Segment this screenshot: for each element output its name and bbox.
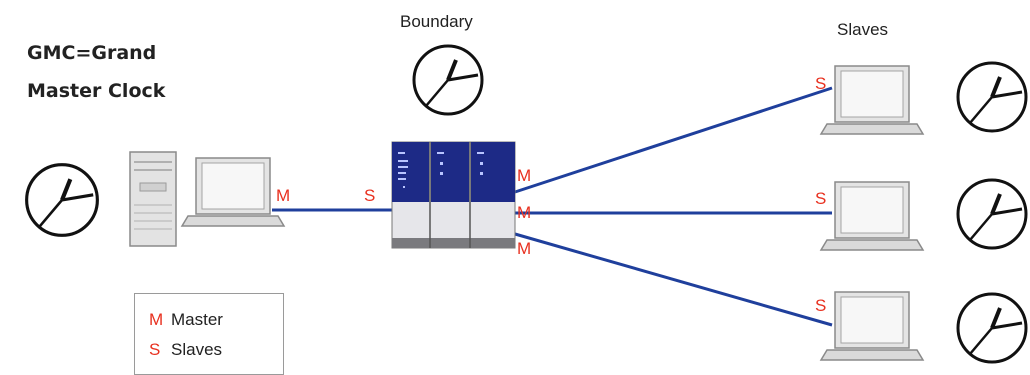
clock-icon xyxy=(956,292,1028,364)
port-label-boundary-master-3: M xyxy=(517,239,532,258)
port-label-slave-2: S xyxy=(815,189,827,208)
laptop-icon xyxy=(181,157,285,227)
clock-icon xyxy=(956,61,1028,133)
ptp-diagram: GMC=Grand Master Clock Boundary Slaves M… xyxy=(0,12,1028,375)
slaves-heading: Slaves xyxy=(837,20,889,39)
legend-key: S xyxy=(149,340,161,359)
link-boundary-slave-top xyxy=(514,86,833,194)
port-label-slave-1: S xyxy=(815,74,827,93)
port-label-boundary-master-2: M xyxy=(517,203,532,222)
legend-item-slaves: S Slaves xyxy=(149,340,222,360)
clock-icon xyxy=(412,44,484,116)
port-label-gmc-master: M xyxy=(276,186,291,205)
server-tower-icon xyxy=(129,151,177,247)
laptop-icon xyxy=(820,65,924,135)
link-boundary-slave-bottom xyxy=(514,232,833,327)
port-label-slave-3: S xyxy=(815,296,827,315)
laptop-icon xyxy=(820,181,924,251)
laptop-icon xyxy=(820,291,924,361)
gmc-label-line1: GMC=Grand xyxy=(27,42,157,64)
diagram-graphics xyxy=(0,44,1028,364)
gmc-label-line2: Master Clock xyxy=(27,80,166,102)
legend-label: Slaves xyxy=(171,340,223,359)
legend-item-master: M Master xyxy=(149,310,223,330)
clock-icon xyxy=(27,165,98,236)
legend: M Master S Slaves xyxy=(134,293,284,375)
boundary-heading: Boundary xyxy=(400,12,473,31)
legend-key: M xyxy=(149,310,164,329)
clock-icon xyxy=(956,178,1028,250)
port-label-boundary-slave: S xyxy=(364,186,376,205)
boundary-switch-icon xyxy=(391,141,516,249)
port-label-boundary-master-1: M xyxy=(517,166,532,185)
legend-label: Master xyxy=(171,310,223,329)
